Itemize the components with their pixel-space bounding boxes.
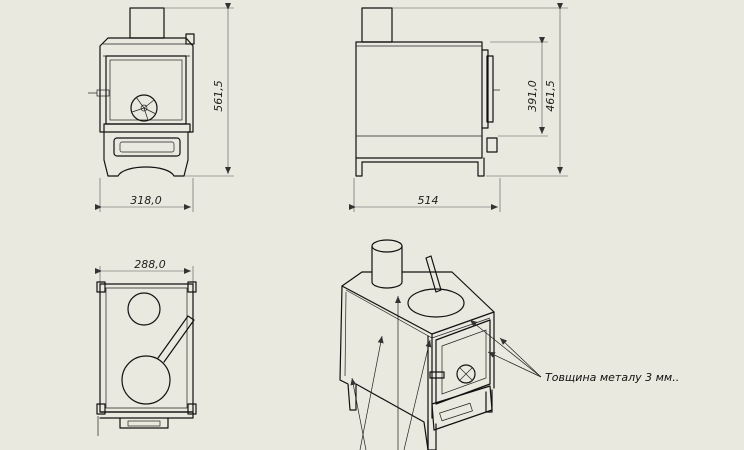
side-view — [355, 7, 500, 177]
front-width-dimension: 318,0 — [95, 178, 194, 212]
iso-damper-icon — [456, 364, 476, 384]
front-view — [88, 7, 195, 177]
metal-thickness-note: Товщина металу 3 мм.. — [545, 371, 679, 384]
front-damper-icon — [130, 94, 158, 122]
side-inner-height-label: 391,0 — [526, 80, 539, 112]
iso-cooking-ring-icon — [407, 288, 465, 318]
side-width-dimension: 514 — [349, 178, 501, 212]
side-height-label: 461,5 — [544, 80, 557, 112]
front-height-label: 561,5 — [212, 80, 225, 112]
top-cooking-ring-icon — [121, 355, 171, 405]
front-width-label: 318,0 — [130, 194, 162, 207]
top-view: 288,0 — [95, 258, 197, 436]
top-width-label: 288,0 — [134, 258, 166, 271]
side-width-label: 514 — [418, 194, 439, 207]
front-height-dimension: 561,5 — [164, 3, 234, 177]
side-height-dimension: 461,5 — [392, 3, 568, 177]
side-inner-height-dimension: 391,0 — [490, 37, 548, 137]
top-flue-opening-icon — [127, 292, 161, 326]
isometric-view — [339, 239, 542, 450]
